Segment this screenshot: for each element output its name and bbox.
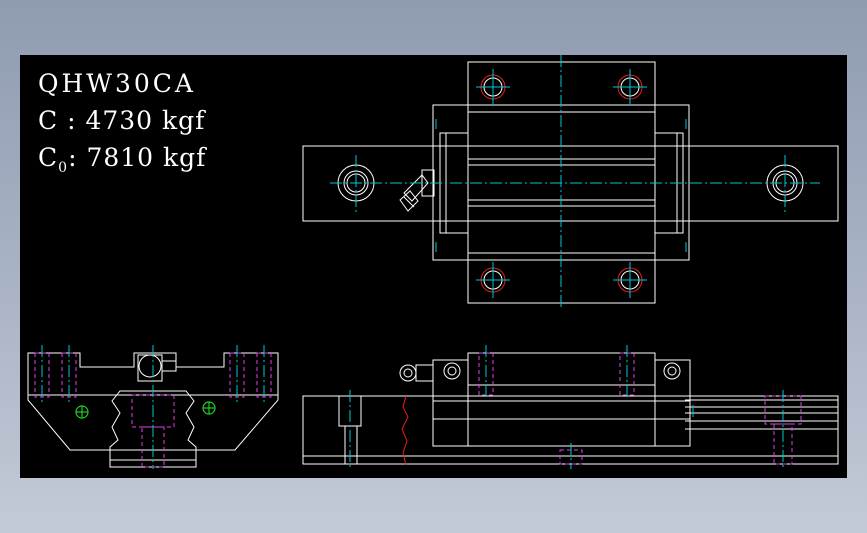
dynamic-load-rating: C : 4730 kgf [38, 106, 205, 135]
break-line [401, 395, 409, 466]
model-label: QHW30CA [38, 69, 196, 98]
dynamic-load-value: 4730 kgf [85, 106, 206, 135]
rail-end-profile [109, 390, 197, 468]
static-load-rating: C0: 7810 kgf [38, 143, 206, 176]
grease-nipple-top [399, 169, 435, 212]
top-view [302, 55, 839, 310]
static-load-value: 7810 kgf [86, 143, 207, 172]
dynamic-load-prefix: C : [38, 106, 86, 135]
grease-nipple-side [399, 362, 681, 382]
side-view [302, 345, 839, 469]
grease-nipple-front [137, 354, 177, 382]
grease-points [75, 401, 216, 419]
rail-outline [302, 145, 839, 222]
static-load-subscript: 0 [58, 160, 69, 176]
static-load-sep: : [68, 143, 87, 172]
cad-drawing-canvas: QHW30CA C : 4730 kgf C0: 7810 kgf [20, 55, 847, 478]
drawing-svg [27, 55, 839, 469]
static-load-symbol: C [38, 143, 59, 172]
front-view [27, 345, 279, 469]
block-end-profile [27, 352, 279, 451]
